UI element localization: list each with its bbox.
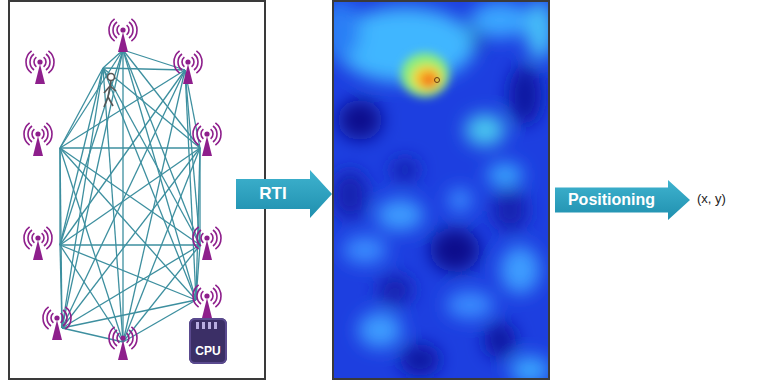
radio-link: [60, 244, 200, 245]
radio-link: [123, 300, 196, 342]
radio-link: [122, 50, 123, 342]
antenna-icon: [193, 123, 221, 156]
link-mesh: [60, 50, 200, 342]
antenna-icon: [174, 51, 202, 84]
radio-link: [60, 68, 103, 245]
antenna-nodes: [24, 19, 221, 360]
radio-link: [60, 50, 123, 148]
estimate-marker: [435, 78, 440, 83]
radio-link: [60, 70, 185, 245]
chip-label: CPU: [195, 344, 220, 358]
process-arrow: RTI: [236, 170, 332, 218]
antenna-icon: [24, 227, 52, 260]
antenna-icon: [109, 19, 137, 52]
step-label: RTI: [259, 184, 286, 204]
radio-link: [123, 70, 185, 342]
rti-heatmap: [333, 1, 549, 379]
radio-link: [62, 245, 200, 328]
process-arrow: Positioning: [555, 180, 690, 220]
radio-link: [59, 148, 60, 245]
antenna-icon: [109, 327, 137, 360]
radio-link: [62, 50, 123, 328]
radio-link: [62, 300, 196, 328]
radio-link: [196, 148, 200, 300]
output-coordinates: (x, y): [697, 191, 726, 206]
radio-link: [103, 68, 185, 70]
radio-link: [62, 68, 103, 328]
heatmap-frame: [333, 1, 549, 379]
antenna-icon: [26, 51, 54, 84]
radio-link: [60, 148, 200, 245]
antenna-icon: [24, 123, 52, 156]
cpu-chip: CPU: [189, 318, 227, 364]
radio-link: [60, 245, 62, 328]
radio-link: [60, 245, 196, 300]
radio-link: [60, 148, 200, 245]
radio-link: [62, 70, 185, 328]
radio-link: [123, 50, 196, 300]
antenna-icon: [193, 227, 221, 260]
person-figure: [104, 74, 116, 108]
radio-link: [62, 148, 200, 328]
chip-pins: [189, 318, 227, 334]
radio-link: [185, 70, 196, 300]
step-label: Positioning: [568, 191, 655, 209]
antenna-icon: [193, 285, 221, 318]
radio-link: [60, 50, 123, 245]
antenna-icon: [43, 307, 71, 340]
sensor-panel: [9, 1, 265, 379]
